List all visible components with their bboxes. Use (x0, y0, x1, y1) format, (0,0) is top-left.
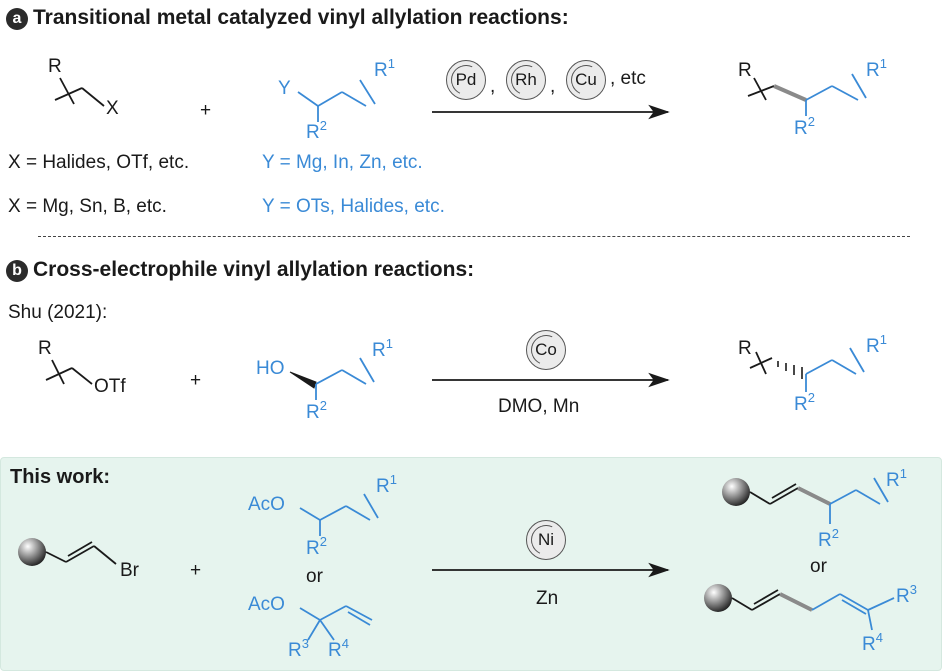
a-reactant2-bonds (297, 79, 376, 122)
tw-product1-r1: R1 (886, 466, 907, 491)
tw-reactants-or: or (306, 566, 323, 587)
a-plus: + (200, 100, 212, 121)
y-definition-1: Y = Mg, In, Zn, etc. (262, 152, 423, 173)
y-definition-2: Y = OTs, Halides, etc. (262, 196, 445, 217)
a-reactant1-x: X (106, 98, 119, 119)
tw-reactant2a-bonds (299, 493, 379, 536)
this-work-label: This work: (10, 466, 111, 488)
tw-reactant2a-r2: R2 (306, 534, 327, 559)
product2-ball-icon (704, 584, 732, 612)
a-product-bonds (747, 73, 867, 116)
section-b-title: Cross-electrophile vinyl allylation reac… (33, 258, 475, 281)
tw-product2-r3: R3 (896, 582, 917, 607)
b-conditions: DMO, Mn (498, 396, 580, 417)
x-definition-2: X = Mg, Sn, B, etc. (8, 196, 167, 217)
b-reactant2-r1: R1 (372, 336, 393, 361)
b-reactant1-otf: OTf (94, 376, 126, 397)
tw-product2-r4: R4 (862, 630, 883, 655)
a-reactant1-r: R (48, 56, 62, 77)
tw-conditions: Zn (536, 588, 559, 609)
a-product-r2: R2 (794, 114, 815, 139)
tw-reactant1-br: Br (120, 560, 139, 581)
tw-reactant2b-aco: AcO (248, 594, 285, 615)
reference-label: Shu (2021): (8, 302, 108, 323)
tw-reactant2a-aco: AcO (248, 494, 285, 515)
b-reactant1-bonds (45, 359, 93, 385)
section-divider (38, 236, 910, 237)
b-product-r: R (738, 338, 752, 359)
tw-reactant2b-r4: R4 (328, 636, 349, 661)
cu-catalyst-icon: Cu (566, 60, 606, 100)
catalyst-separator: , (490, 76, 496, 97)
section-b-badge: b (6, 260, 28, 282)
catalyst-separator: , (550, 76, 556, 97)
b-reactant2-bonds (289, 357, 375, 400)
section-a-title: Transitional metal catalyzed vinyl allyl… (33, 6, 569, 29)
a-product-r: R (738, 60, 752, 81)
tw-reactant1-bonds (45, 541, 117, 565)
tw-product1-r2: R2 (818, 526, 839, 551)
ni-catalyst-icon: Ni (526, 520, 566, 560)
tw-product1-bonds (749, 477, 889, 524)
tw-reactant2a-r1: R1 (376, 472, 397, 497)
section-a-badge: a (6, 8, 28, 30)
a-reactant2-y: Y (278, 78, 291, 99)
tw-reactant2b-bonds (299, 605, 373, 641)
rh-catalyst-icon: Rh (506, 60, 546, 100)
b-product-r1: R1 (866, 332, 887, 357)
b-product-r2: R2 (794, 390, 815, 415)
pd-catalyst-icon: Pd (446, 60, 486, 100)
b-reactant2-r2: R2 (306, 398, 327, 423)
a-reactant2-r1: R1 (374, 56, 395, 81)
b-reactant1-r: R (38, 338, 52, 359)
b-plus: + (190, 370, 202, 391)
co-catalyst-icon: Co (526, 330, 566, 370)
x-definition-1: X = Halides, OTf, etc. (8, 152, 190, 173)
a-reactant1-bonds (54, 77, 105, 107)
a-reactant2-r2: R2 (306, 118, 327, 143)
this-work-panel (0, 457, 942, 671)
b-product-bonds (749, 347, 865, 392)
substrate-ball-icon (18, 538, 46, 566)
catalyst-etc: , etc (610, 68, 646, 89)
product1-ball-icon (722, 478, 750, 506)
tw-plus: + (190, 560, 202, 581)
tw-products-or: or (810, 556, 827, 577)
tw-product2-bonds (731, 589, 895, 631)
b-reactant2-ho: HO (256, 358, 285, 379)
a-product-r1: R1 (866, 56, 887, 81)
tw-reactant2b-r3: R3 (288, 636, 309, 661)
